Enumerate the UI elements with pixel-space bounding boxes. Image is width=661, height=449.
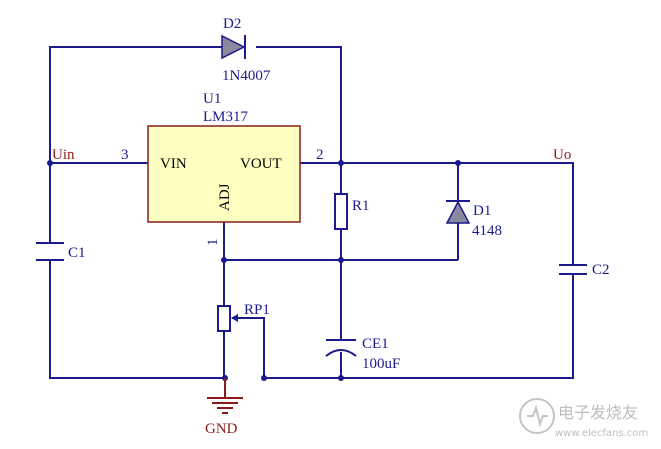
potentiometer-rp1: RP1 [217, 302, 270, 332]
pin-3-number: 3 [121, 147, 129, 163]
junction-dot [338, 375, 344, 381]
diode-d2: D2 1N4007 [221, 16, 271, 84]
wire-vout-to-uo [300, 162, 574, 265]
junction-dot [338, 160, 344, 166]
d2-part: 1N4007 [222, 68, 271, 84]
junction-dot [338, 257, 344, 263]
u1-designator: U1 [203, 91, 221, 107]
ic-body [147, 125, 301, 223]
ground-symbol: GND [205, 378, 243, 437]
wire-d2-to-vout-node [256, 46, 342, 163]
r1-designator: R1 [352, 198, 370, 214]
pin-1-number: 1 [205, 239, 221, 247]
capacitor-ce1-curved-plate [325, 349, 357, 357]
watermark: 电子发烧友 www.elecfans.com [519, 398, 648, 439]
capacitor-ce1: CE1 100uF [325, 336, 400, 372]
net-label-uin: Uin [52, 147, 75, 163]
wire-c1-to-bottom [49, 260, 225, 379]
watermark-url: www.elecfans.com [555, 428, 648, 439]
net-label-gnd: GND [205, 421, 238, 437]
d1-part: 4148 [472, 223, 502, 239]
diode-d2-icon [221, 34, 246, 60]
resistor-r1: R1 [334, 193, 370, 230]
pin-vin-label: VIN [160, 156, 187, 172]
pin-adj-label: ADJ [217, 183, 233, 211]
wire-rp1-wiper [232, 317, 265, 378]
rp1-designator: RP1 [244, 302, 270, 318]
wire-c2-to-bottom [264, 274, 574, 379]
net-label-uo: Uo [553, 147, 571, 163]
electronic-circuit-logo-icon [519, 398, 555, 434]
diode-d1: D1 4148 [445, 200, 502, 239]
c2-designator: C2 [592, 262, 610, 278]
junction-dots [47, 160, 461, 381]
capacitor-c1: C1 [36, 242, 86, 261]
d2-designator: D2 [223, 16, 241, 32]
c1-designator: C1 [68, 245, 86, 261]
resistor-r1-icon [334, 193, 348, 230]
junction-dot [47, 160, 53, 166]
regulator-u1: U1 LM317 VIN VOUT ADJ 3 2 1 [121, 91, 324, 246]
capacitor-c2: C2 [559, 262, 610, 278]
junction-dot [455, 160, 461, 166]
u1-part: LM317 [203, 109, 249, 125]
wiper-arrow-icon [231, 314, 238, 322]
junction-dot [261, 375, 267, 381]
pin-vout-label: VOUT [240, 156, 282, 172]
d1-designator: D1 [473, 203, 491, 219]
potentiometer-rp1-icon [217, 305, 231, 332]
ce1-designator: CE1 [362, 336, 389, 352]
junction-dot [221, 257, 227, 263]
watermark-title: 电子发烧友 [558, 403, 638, 422]
ce1-value: 100uF [362, 356, 400, 372]
diode-d1-icon [445, 200, 471, 224]
pin-2-number: 2 [316, 147, 324, 163]
wire-left-top [49, 46, 222, 163]
wires [49, 46, 574, 379]
